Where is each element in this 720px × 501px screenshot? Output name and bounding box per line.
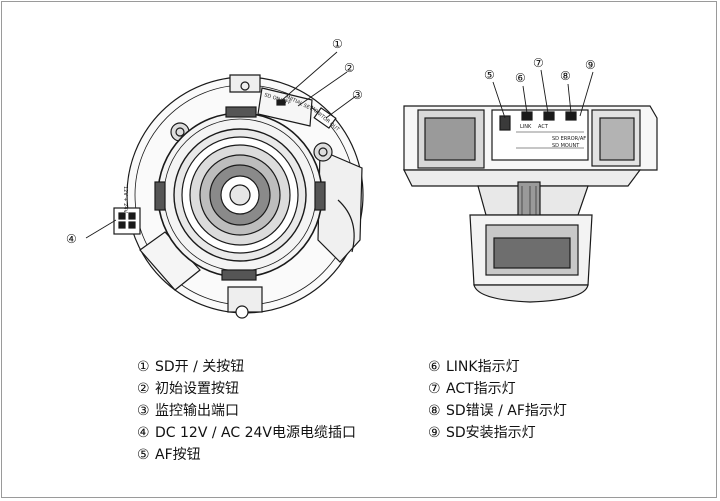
- callout-5: ⑤: [484, 68, 495, 82]
- legend-item: ① SD开 / 关按钮: [137, 356, 356, 378]
- legend-item: ⑥ LINK指示灯: [428, 356, 567, 378]
- legend-text: LINK指示灯: [446, 359, 520, 375]
- callout-1: ①: [332, 37, 343, 51]
- device-text-right: LINK ACT SD ERROR/AF SD MOUNT: [520, 124, 586, 149]
- legend-text: 初始设置按钮: [155, 381, 239, 397]
- label-link: LINK: [520, 124, 532, 130]
- legend-item: ② 初始设置按钮: [137, 378, 356, 400]
- camera-top-view: [113, 74, 364, 319]
- legend-num: ⑥: [428, 359, 441, 375]
- legend-item: ⑤ AF按钮: [137, 444, 356, 466]
- label-act: ACT: [538, 124, 549, 130]
- legend-item: ③ 监控输出端口: [137, 400, 356, 422]
- legend-text: 监控输出端口: [155, 403, 239, 419]
- legend-num: ⑦: [428, 381, 441, 397]
- legend-item: ⑨ SD安装指示灯: [428, 422, 567, 444]
- legend-text: AF按钮: [155, 447, 201, 463]
- legend-item: ⑧ SD错误 / AF指示灯: [428, 400, 567, 422]
- legend-text: ACT指示灯: [446, 381, 516, 397]
- legend-text: SD开 / 关按钮: [155, 359, 245, 375]
- legend-num: ④: [137, 425, 150, 441]
- legend-left: ① SD开 / 关按钮 ② 初始设置按钮 ③ 监控输出端口 ④ DC 12V / AC …: [137, 356, 356, 466]
- callout-2: ②: [344, 61, 355, 75]
- legend-right: ⑥ LINK指示灯 ⑦ ACT指示灯 ⑧ SD错误 / AF指示灯 ⑨ SD安装指示灯: [428, 356, 567, 444]
- legend-num: ⑧: [428, 403, 441, 419]
- camera-side-view: [403, 105, 658, 303]
- legend-item: ④ DC 12V / AC 24V电源电缆插口: [137, 422, 356, 444]
- legend-text: SD错误 / AF指示灯: [446, 403, 567, 419]
- legend-num: ③: [137, 403, 150, 419]
- label-sd-mount: SD MOUNT: [552, 143, 580, 149]
- label-sd-error-af: SD ERROR/AF: [552, 136, 586, 142]
- legend-text: SD安装指示灯: [446, 425, 536, 441]
- legend-num: ②: [137, 381, 150, 397]
- label-power: 12V + 24V: [122, 186, 128, 214]
- callout-8: ⑧: [560, 69, 571, 83]
- callout-7: ⑦: [533, 56, 544, 70]
- callout-6: ⑥: [515, 71, 526, 85]
- legend-text: DC 12V / AC 24V电源电缆插口: [155, 425, 356, 441]
- callout-4: ④: [66, 232, 77, 246]
- legend-num: ⑨: [428, 425, 441, 441]
- leader-lines-left: [85, 51, 357, 239]
- legend-num: ⑤: [137, 447, 150, 463]
- callout-3: ③: [352, 88, 363, 102]
- legend-item: ⑦ ACT指示灯: [428, 378, 567, 400]
- callout-9: ⑨: [585, 58, 596, 72]
- leader-lines-right: [492, 69, 594, 119]
- legend-num: ①: [137, 359, 150, 375]
